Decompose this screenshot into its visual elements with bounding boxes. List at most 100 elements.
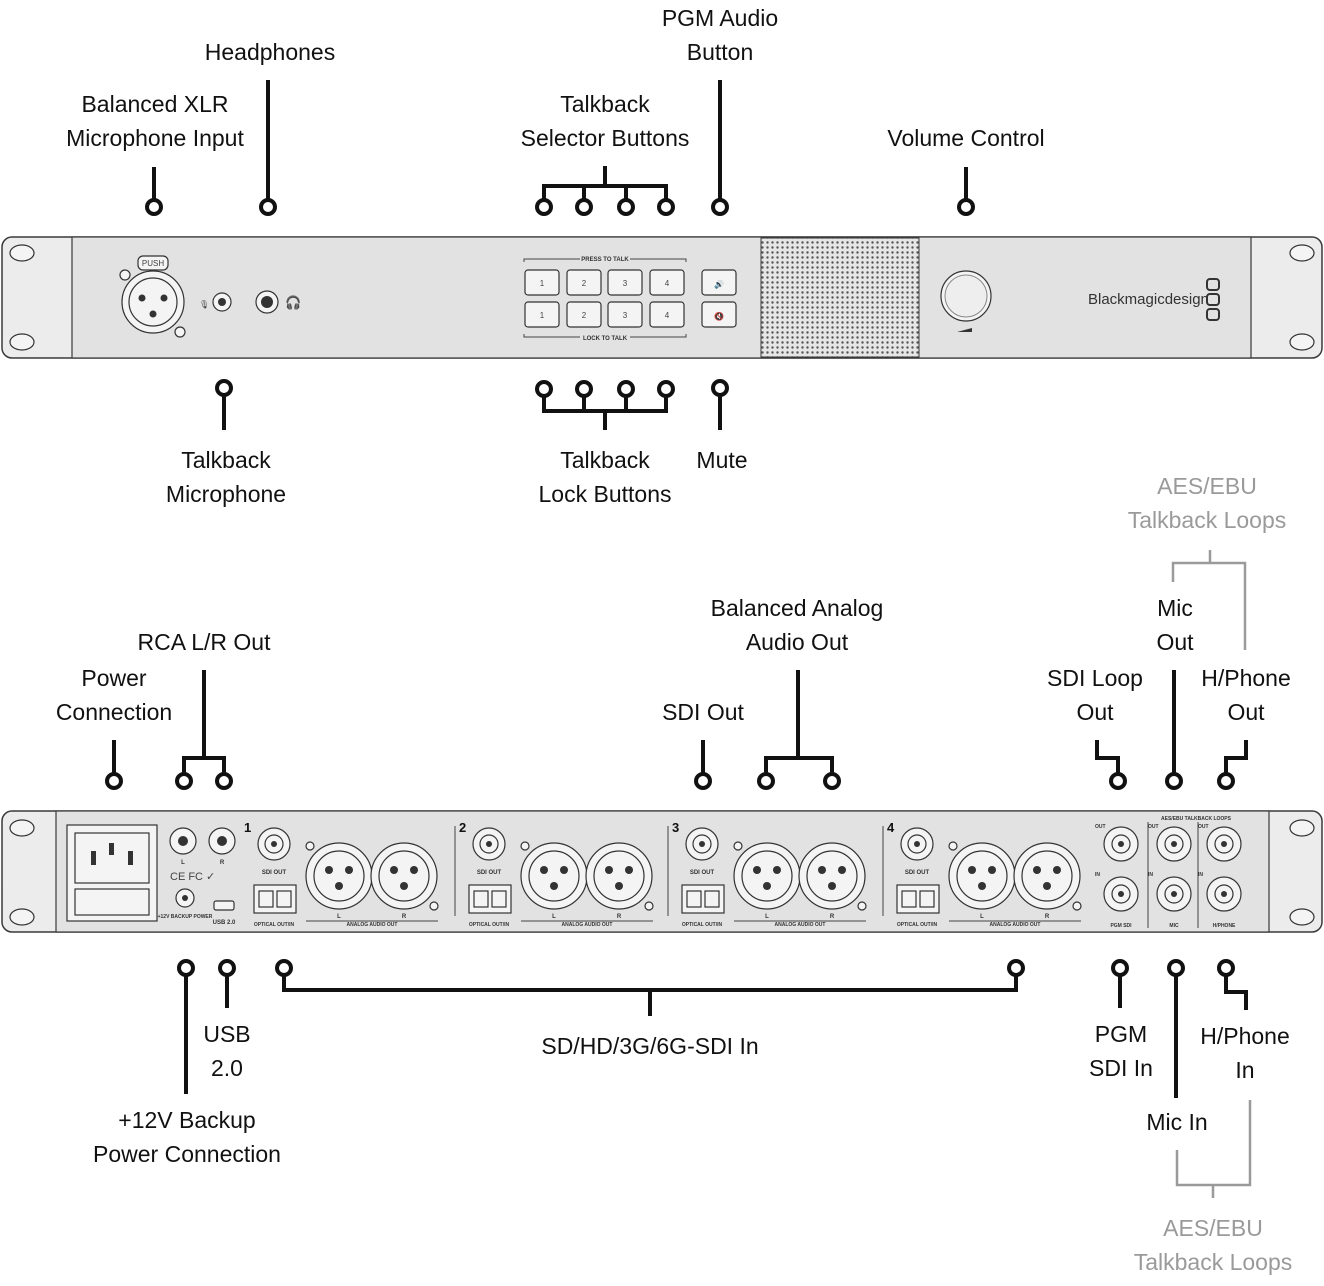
leader-hphone-in (1224, 975, 1248, 1010)
backup-power-label: +12V BACKUP POWER (158, 914, 213, 920)
xlr-screw (174, 326, 186, 338)
xlr-pin (988, 866, 996, 874)
usb-label: USB 2.0 (213, 920, 236, 926)
sdi-out-label: SDI OUT (905, 870, 930, 876)
optical-label: OPTICAL OUT/IN (469, 922, 510, 928)
selector-button-number: 2 (582, 279, 587, 288)
xlr-pin (605, 866, 613, 874)
label-sdi-in: SD/HD/3G/6G-SDI In (541, 1033, 758, 1059)
xlr-pin (335, 882, 343, 890)
pin-power (105, 772, 123, 790)
optical-label: OPTICAL OUT/IN (254, 922, 295, 928)
pin-headphones (259, 198, 277, 216)
label-talkback-lock-2: Lock Buttons (539, 481, 672, 507)
label-pgm-audio-2: Button (687, 39, 754, 65)
lock-button-number: 1 (540, 311, 545, 320)
optical-cell (704, 890, 720, 908)
pgm-audio-button[interactable] (701, 269, 737, 296)
label-usb-1: USB (203, 1021, 250, 1047)
pin-selector-1 (535, 198, 553, 216)
label-talkback-mic-1: Talkback (181, 447, 271, 473)
talkback-selector-button-4[interactable] (649, 269, 685, 296)
pin-analog-r (823, 772, 841, 790)
talkback-lock-button-1[interactable] (524, 301, 560, 328)
jack-hole (261, 296, 273, 308)
headphones-icon: 🎧 (285, 295, 301, 310)
speaker-icon: 🔊 (714, 279, 724, 289)
leader-selector-bracket (542, 166, 668, 200)
screw (948, 841, 958, 851)
talkback-selector-button-2[interactable] (566, 269, 602, 296)
rear-callouts: AES/EBU Talkback Loops RCA L/R Out Power… (56, 473, 1292, 1275)
in-label: IN (1148, 872, 1153, 878)
talkback-lock-button-2[interactable] (566, 301, 602, 328)
xlr-push-tab (137, 255, 169, 271)
optical-cell (919, 890, 935, 908)
label-hphone-out-2: Out (1227, 699, 1265, 725)
channel-number: 1 (244, 820, 251, 835)
label-sdi-loop-1: SDI Loop (1047, 665, 1143, 691)
pin-pgm-sdi (1111, 959, 1129, 977)
label-talkback-selector-1: Talkback (560, 91, 650, 117)
selector-button-number: 4 (665, 279, 670, 288)
screw (520, 841, 530, 851)
screw (733, 841, 743, 851)
analog-l-label: L (765, 914, 769, 920)
talkback-selector-button-3[interactable] (607, 269, 643, 296)
label-backup-power-1: +12V Backup (118, 1107, 255, 1133)
pin-selector-2 (575, 198, 593, 216)
label-aes-bottom-1: AES/EBU (1163, 1215, 1263, 1241)
optical-cell (258, 890, 274, 908)
xlr-pin (138, 294, 146, 302)
label-balanced-analog-1: Balanced Analog (711, 595, 884, 621)
lock-button-number: 2 (582, 311, 587, 320)
pin-sdi-out (694, 772, 712, 790)
leader-sdi-loop (1095, 740, 1120, 774)
xlr-inner (1021, 850, 1073, 902)
volume-knob-face (944, 274, 988, 318)
optical-cell (473, 890, 489, 908)
talkback-selector-button-1[interactable] (524, 269, 560, 296)
talkback-lock-button-3[interactable] (607, 301, 643, 328)
label-hphone-in-2: In (1235, 1057, 1254, 1083)
pin-selector-4 (657, 198, 675, 216)
analog-l-label: L (552, 914, 556, 920)
bnc-pin (486, 841, 492, 847)
xlr-pin (818, 866, 826, 874)
mute-button[interactable] (701, 301, 737, 328)
logo-mark (1206, 308, 1220, 321)
xlr-pin (540, 866, 548, 874)
optical-cell (491, 890, 507, 908)
xlr-pin (149, 310, 157, 318)
optical-cell (901, 890, 917, 908)
screw (305, 841, 315, 851)
pin-hphone-out (1217, 772, 1235, 790)
rack-hole (1289, 819, 1315, 837)
label-power-1: Power (81, 665, 147, 691)
bnc-pin (1221, 891, 1227, 897)
speaker-grille (760, 237, 920, 358)
xlr-inner (128, 277, 178, 327)
label-talkback-lock-1: Talkback (560, 447, 650, 473)
pin-sdi-in-4 (1007, 959, 1025, 977)
volume-indicator (957, 328, 972, 332)
xlr-pin (828, 882, 836, 890)
label-mic-in: Mic In (1146, 1109, 1207, 1135)
xlr-inner (378, 850, 430, 902)
usb-port[interactable] (213, 900, 235, 911)
label-hphone-out-1: H/Phone (1201, 665, 1291, 691)
lock-button-number: 3 (623, 311, 628, 320)
bnc-pin (699, 841, 705, 847)
rear-face (55, 810, 1270, 933)
label-sdi-loop-2: Out (1076, 699, 1114, 725)
pin-volume (957, 198, 975, 216)
pin-sdi-in-1 (275, 959, 293, 977)
talkback-lock-button-4[interactable] (649, 301, 685, 328)
label-sdi-out: SDI Out (662, 699, 744, 725)
xlr-pin (160, 294, 168, 302)
press-to-talk-bracket (523, 258, 687, 262)
